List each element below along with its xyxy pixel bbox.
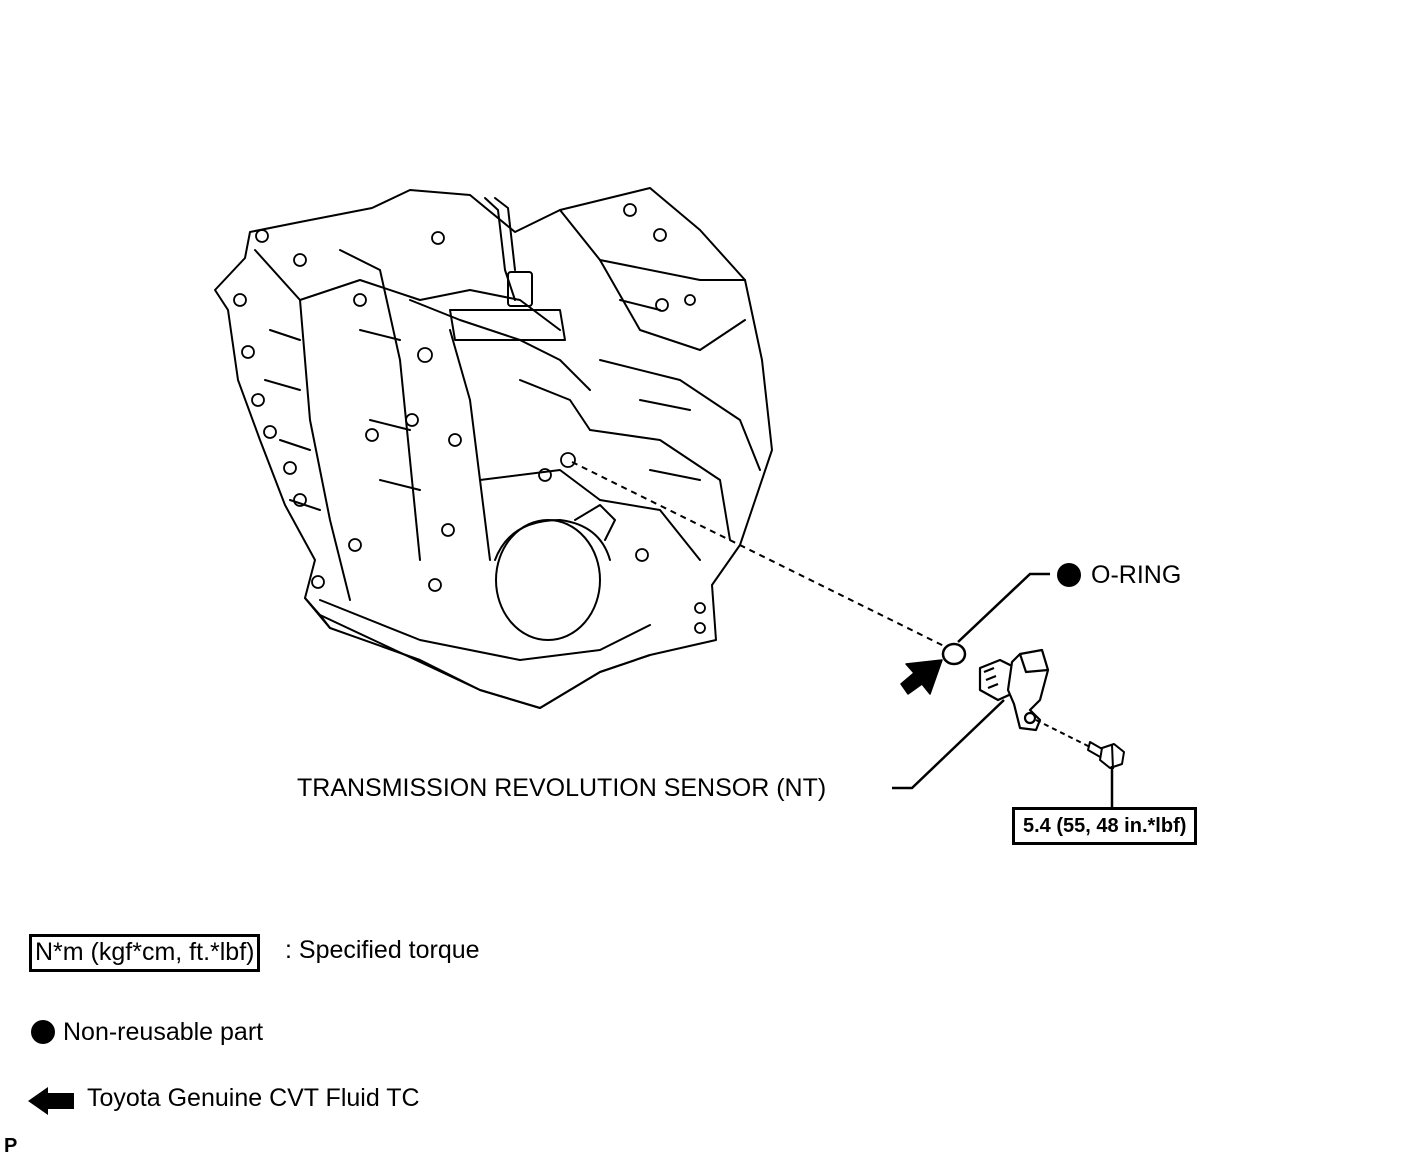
sensor-label: TRANSMISSION REVOLUTION SENSOR (NT) bbox=[297, 774, 827, 802]
non-reusable-legend-text: Non-reusable part bbox=[63, 1018, 264, 1046]
bolt-part bbox=[1087, 741, 1125, 770]
revolution-sensor-part bbox=[978, 648, 1050, 732]
bolt-path-line bbox=[1035, 719, 1093, 749]
torque-legend-desc: : Specified torque bbox=[285, 936, 480, 964]
o-ring-part bbox=[941, 642, 967, 666]
fluid-legend-text: Toyota Genuine CVT Fluid TC bbox=[87, 1084, 420, 1112]
oil-filter-outline bbox=[495, 519, 601, 641]
install-path-line bbox=[571, 461, 949, 649]
legend-arrow-icon bbox=[28, 1087, 74, 1115]
fluid-arrow-icon bbox=[900, 659, 943, 695]
torque-value-box: 5.4 (55, 48 in.*lbf) bbox=[1012, 807, 1198, 845]
o-ring-label: O-RING bbox=[1091, 561, 1182, 589]
transmission-housing-outline bbox=[214, 187, 773, 709]
legend-dot-icon bbox=[31, 1020, 55, 1044]
non-reusable-dot-icon bbox=[1057, 563, 1081, 587]
sensor-leader bbox=[892, 699, 1005, 790]
oil-pan-outline bbox=[304, 597, 651, 709]
corner-mark: P bbox=[4, 1135, 18, 1157]
torque-unit-box: N*m (kgf*cm, ft.*lbf) bbox=[29, 934, 261, 972]
o-ring-leader bbox=[957, 572, 1050, 643]
